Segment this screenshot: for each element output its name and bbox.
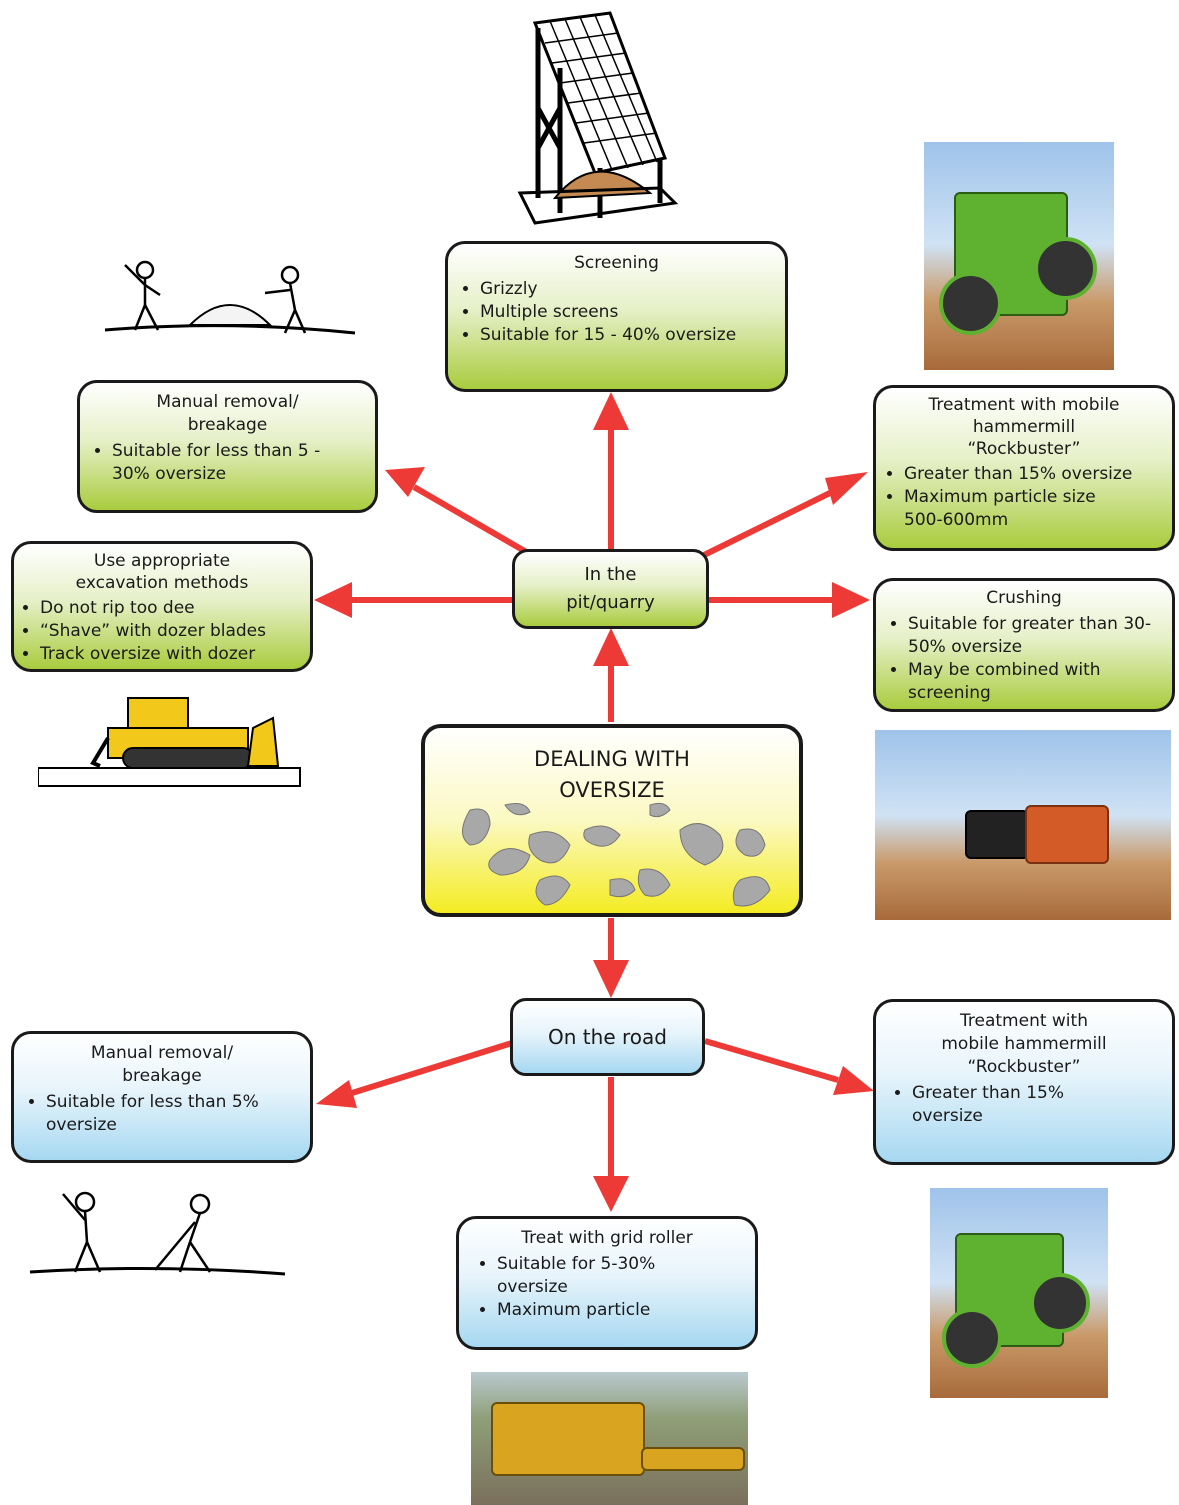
road-manual-title: Manual removal/ breakage (90, 1043, 234, 1086)
pit-hub-line2: pit/quarry (566, 592, 655, 613)
center-oversize-box: DEALING WITH OVERSIZE (421, 724, 803, 917)
pit-hammermill-title: Treatment with mobile hammermill “Rockbu… (928, 395, 1120, 459)
road-hammermill-box: Treatment with mobile hammermill “Rockbu… (873, 999, 1175, 1165)
screening-bullet: Multiple screens (480, 301, 773, 324)
rockbuster-photo-bottom (930, 1188, 1108, 1398)
road-manual-removal-box: Manual removal/ breakage Suitable for le… (11, 1031, 313, 1163)
grid-roller-bullet: Maximum particle (497, 1299, 743, 1322)
arrowhead-excavation (314, 582, 352, 618)
pit-hammermill-box: Treatment with mobile hammermill “Rockbu… (873, 385, 1175, 551)
bulldozer-illustration (38, 697, 301, 787)
rockbuster-photo-top (924, 142, 1114, 370)
excavation-bullet: Do not rip too dee (40, 597, 300, 620)
grid-roller-title: Treat with grid roller (521, 1228, 693, 1248)
screening-box: Screening Grizzly Multiple screens Suita… (445, 241, 788, 392)
grid-roller-photo (471, 1372, 748, 1505)
pit-hammermill-bullet: Maximum particle size 500-600mm (904, 486, 1162, 532)
excavation-title: Use appropriate excavation methods (75, 551, 249, 593)
road-workers-illustration (29, 1191, 286, 1276)
road-manual-bullet: Suitable for less than 5% oversize (46, 1091, 298, 1137)
arrowhead-pit (593, 628, 629, 666)
arrow-to-road-manual (351, 1040, 513, 1096)
pit-manual-removal-box: Manual removal/ breakage Suitable for le… (77, 380, 378, 513)
road-hammermill-bullet: Greater than 15% oversize (912, 1082, 1160, 1128)
excavation-bullet: “Shave” with dozer blades (40, 620, 300, 643)
arrowhead-pit-hammermill (825, 472, 868, 505)
excavation-methods-box: Use appropriate excavation methods Do no… (11, 541, 313, 672)
grid-roller-bullet: Suitable for 5-30% oversize (497, 1253, 743, 1299)
screen-structure-illustration (517, 11, 679, 225)
pit-manual-bullet: Suitable for less than 5 - 30% oversize (112, 440, 363, 486)
center-title-line1: DEALING WITH (534, 747, 690, 771)
on-the-road-hub: On the road (510, 998, 705, 1076)
screening-bullet: Suitable for 15 - 40% oversize (480, 324, 773, 347)
arrowhead-grid-roller (593, 1176, 629, 1212)
arrowhead-pit-manual (385, 467, 425, 497)
arrow-to-road-hammermill (704, 1038, 839, 1083)
pit-hammermill-bullet: Greater than 15% oversize (904, 463, 1162, 486)
crushing-box: Crushing Suitable for greater than 30-50… (873, 578, 1175, 712)
road-hammermill-title: Treatment with mobile hammermill “Rockbu… (941, 1011, 1107, 1077)
arrow-to-pit-manual (412, 484, 530, 556)
crushing-bullet: May be combined with screening (908, 659, 1162, 705)
grid-roller-box: Treat with grid roller Suitable for 5-30… (456, 1216, 758, 1350)
pit-quarry-hub: In the pit/quarry (512, 549, 709, 629)
center-title-line2: OVERSIZE (559, 778, 665, 802)
crushing-bullet: Suitable for greater than 30-50% oversiz… (908, 613, 1162, 659)
arrowhead-road-manual (316, 1080, 357, 1108)
excavation-bullet: Track oversize with dozer (40, 643, 300, 666)
arrow-to-pit-hammermill (698, 486, 840, 560)
pit-manual-title: Manual removal/ breakage (156, 392, 299, 435)
crushing-photo (875, 730, 1171, 920)
arrowhead-road (593, 960, 629, 998)
arrowhead-road-hammermill (833, 1066, 874, 1095)
crushing-title: Crushing (986, 588, 1062, 608)
screening-bullet: Grizzly (480, 278, 773, 301)
road-hub-label: On the road (548, 1024, 667, 1049)
arrowhead-crushing (832, 582, 870, 618)
workers-illustration (104, 260, 356, 335)
pit-hub-line1: In the (584, 564, 637, 585)
arrowhead-screening (593, 392, 629, 430)
screening-title: Screening (574, 253, 659, 273)
rocks-illustration (462, 802, 771, 907)
